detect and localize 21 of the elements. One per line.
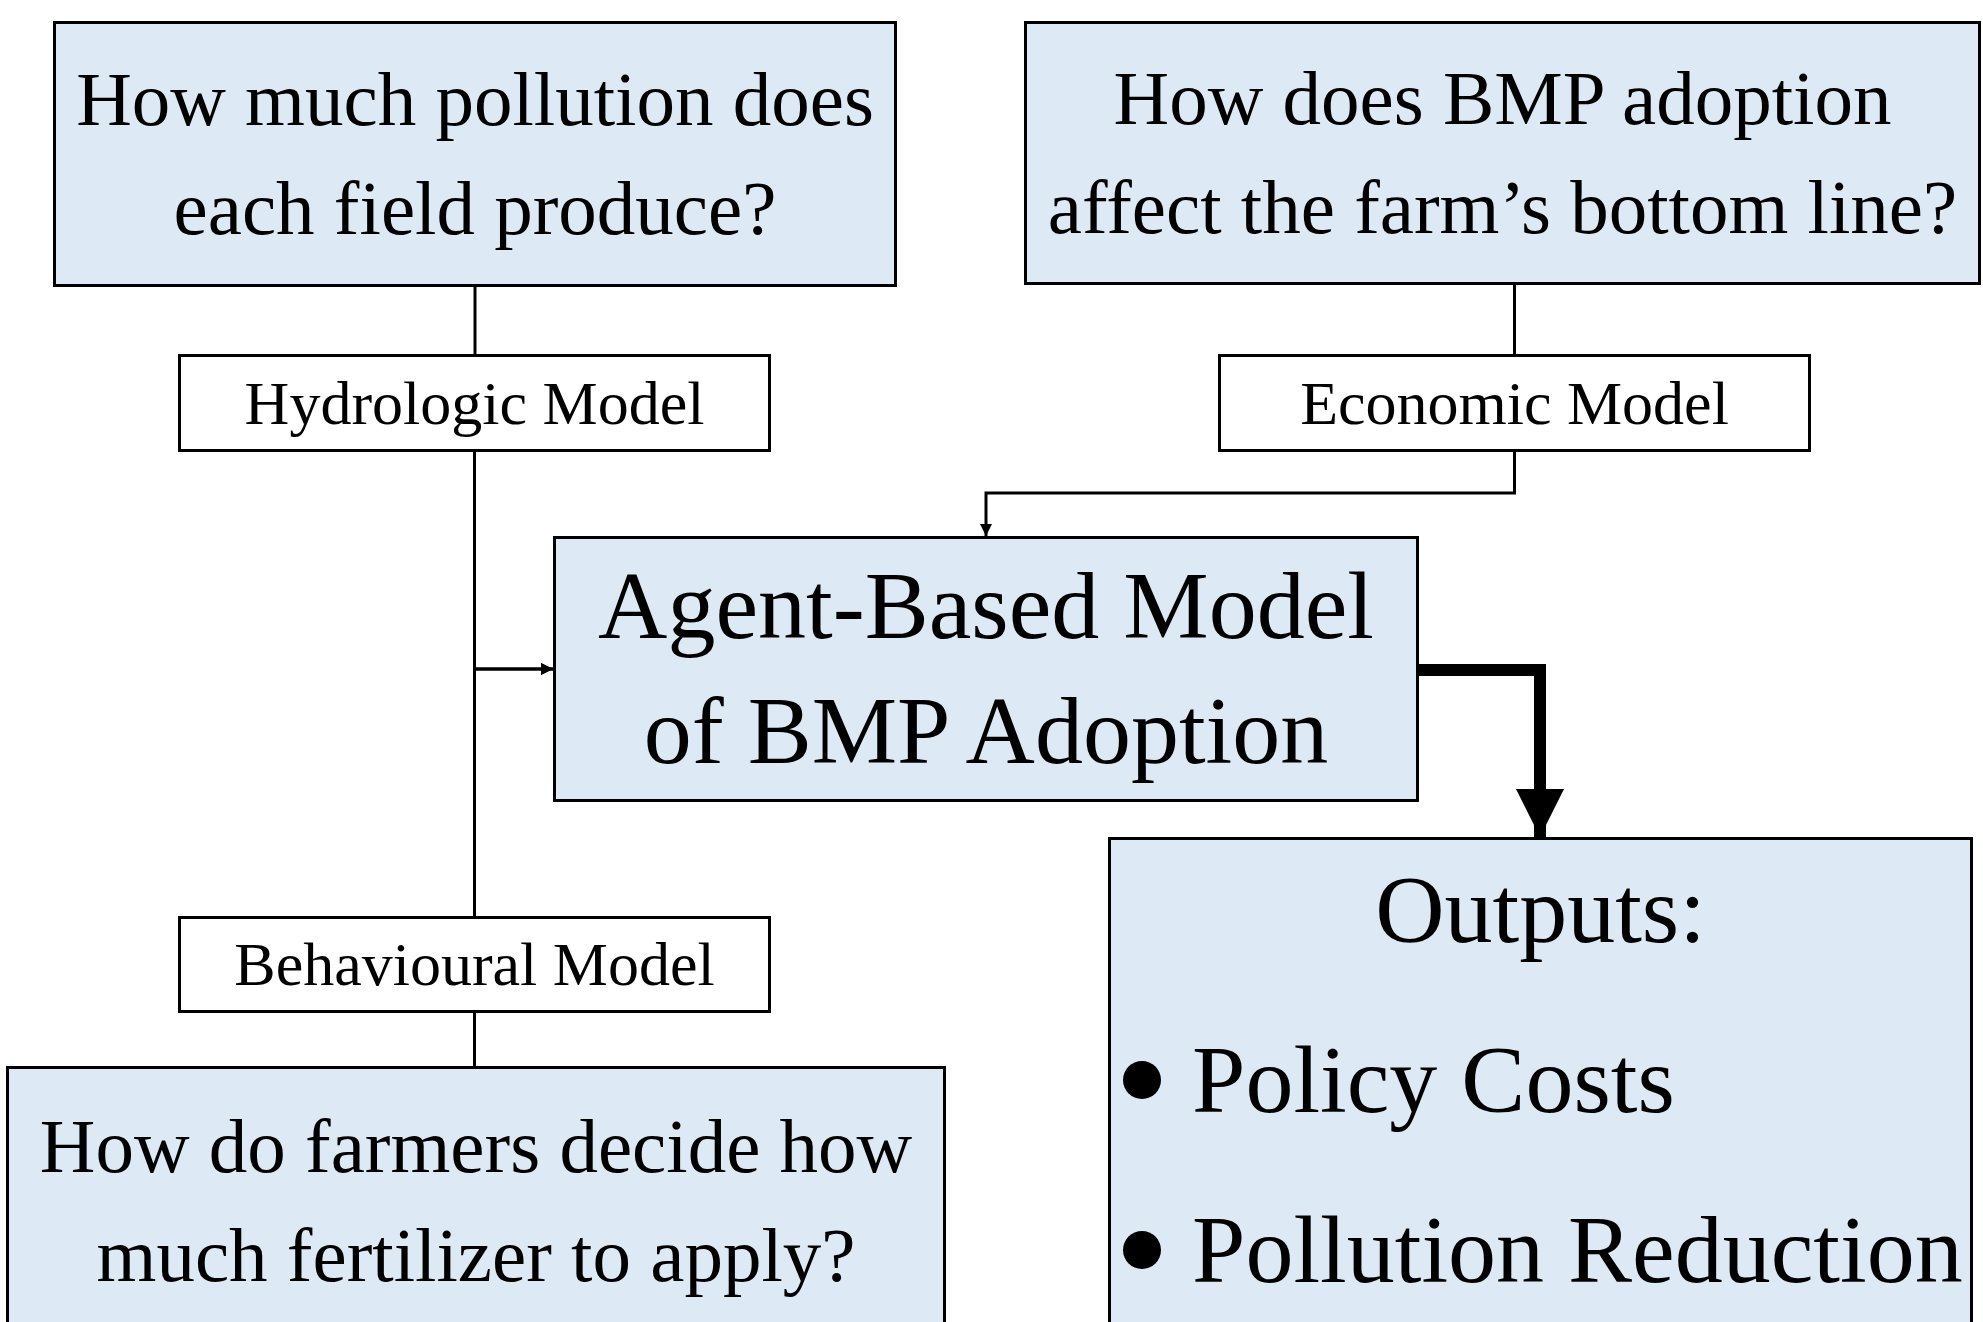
box-text: Agent-Based Model of BMP Adoption	[597, 551, 1375, 786]
model-label: Economic Model	[1300, 367, 1729, 439]
question-box	[6, 1066, 946, 1322]
box-text: How do farmers decide how much fertilizer to apply?	[38, 1101, 914, 1300]
box-text: How does BMP adoption affect the farm’s bottom line?	[1046, 53, 1959, 252]
heading: Outputs:	[1375, 855, 1706, 965]
model-box	[1218, 354, 1811, 452]
question-box	[1024, 21, 1981, 285]
question-box	[53, 21, 897, 287]
connector-arrow	[1419, 664, 1564, 837]
model-label: Behavioural Model	[234, 929, 715, 1000]
bullet-item: Pollution Reduction	[1192, 1195, 1963, 1306]
process-box	[553, 536, 1419, 802]
connector-arrow	[473, 663, 553, 916]
model-label: Hydrologic Model	[244, 367, 705, 439]
output-box	[1108, 837, 1973, 1322]
connector-arrow	[980, 452, 1516, 536]
box-text: How much pollution does each field produce?	[75, 54, 875, 253]
model-box	[178, 354, 771, 452]
bullet-item: Policy Costs	[1192, 1025, 1675, 1136]
model-box	[178, 916, 771, 1013]
